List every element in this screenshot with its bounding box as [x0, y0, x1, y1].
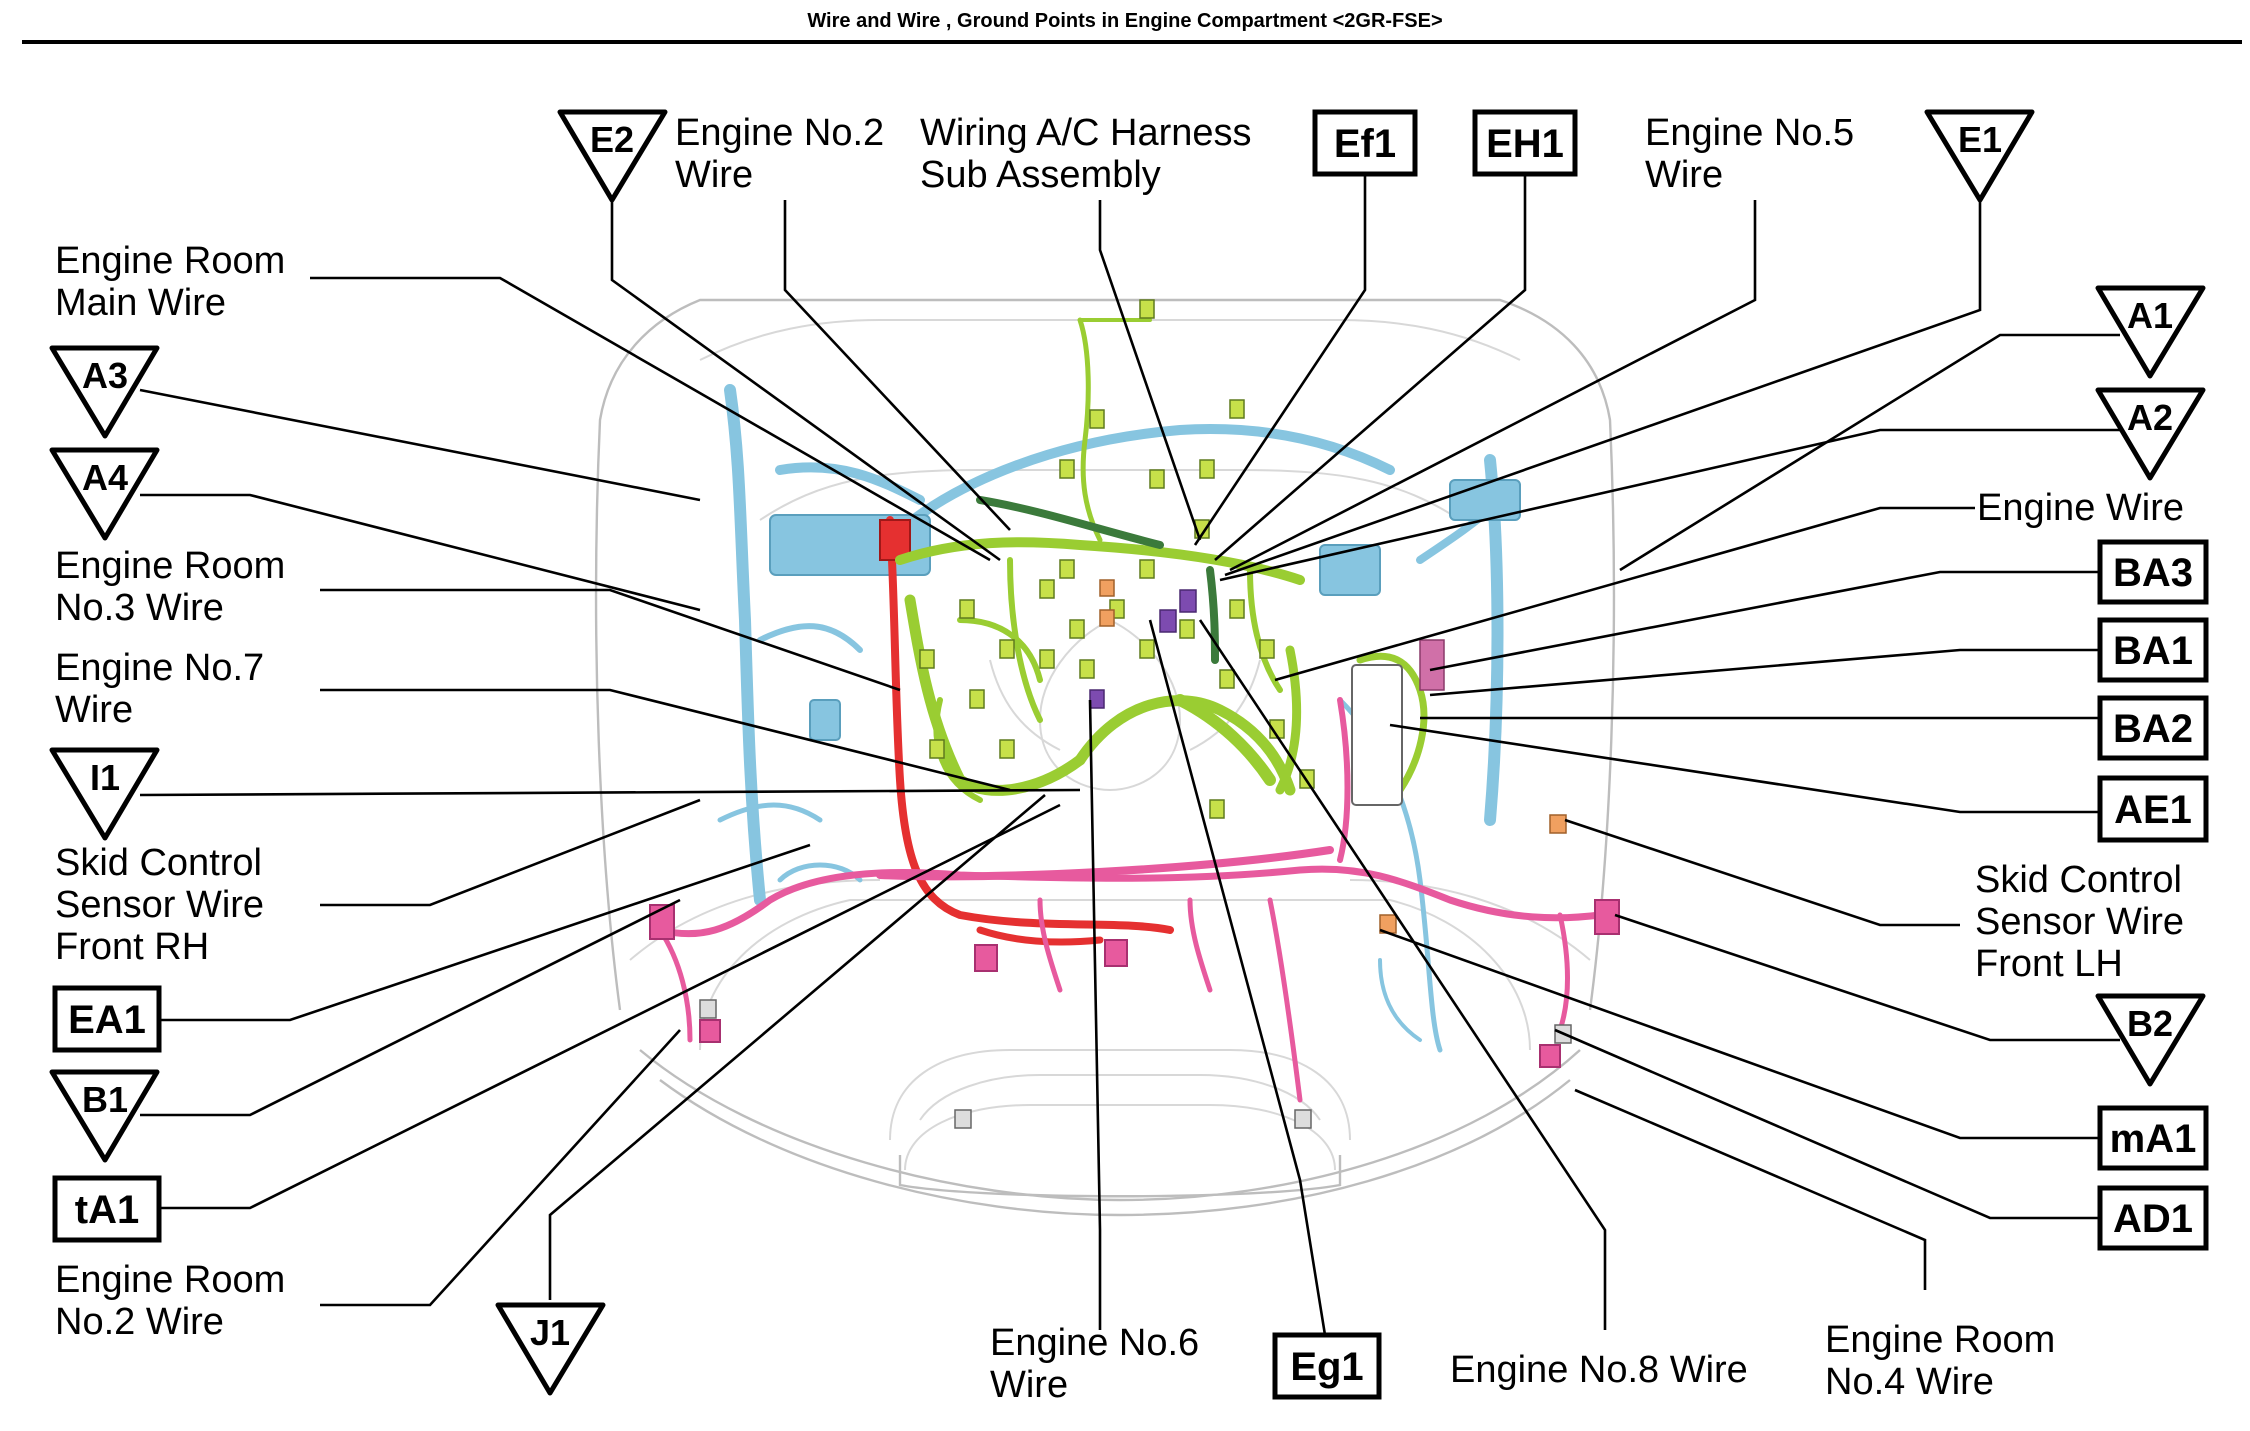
svg-text:Ef1: Ef1 — [1334, 122, 1396, 166]
leader-ac-harness — [1098, 200, 1202, 541]
svg-text:BA2: BA2 — [2113, 707, 2193, 751]
ground-point-i1: I1 — [49, 747, 160, 841]
ground-point-e2: E2 — [557, 109, 668, 203]
leader-engine-no5-wire — [1229, 200, 1757, 572]
connector-box-ba1: BA1 — [2097, 617, 2209, 683]
leader-a1 — [1619, 333, 2120, 572]
leader-ta1 — [160, 803, 1061, 1210]
ground-point-a4: A4 — [49, 447, 160, 541]
leader-eg1 — [1148, 619, 1327, 1336]
label-engine-no7-wire: Engine No.7 Wire — [55, 647, 275, 731]
ground-point-a3: A3 — [49, 345, 160, 439]
engine-room-harness-blue — [717, 384, 1521, 1053]
svg-text:B2: B2 — [2127, 1003, 2173, 1044]
leader-ba3 — [1429, 570, 2100, 672]
label-engine-room-no2-wire: Engine Room No.2 Wire — [55, 1259, 296, 1343]
svg-text:mA1: mA1 — [2110, 1117, 2197, 1161]
leader-ae1 — [1389, 723, 2100, 814]
svg-text:A3: A3 — [82, 355, 128, 396]
svg-text:A2: A2 — [2127, 397, 2173, 438]
leader-i1 — [139, 788, 1081, 797]
leader-engine-no6-wire — [1088, 699, 1102, 1330]
leader-ef1 — [1193, 175, 1367, 546]
leader-ad1 — [1554, 1028, 2100, 1220]
leader-e1 — [1224, 200, 1982, 577]
svg-text:tA1: tA1 — [75, 1188, 139, 1232]
leader-a4 — [140, 493, 701, 612]
svg-text:A4: A4 — [82, 457, 128, 498]
ground-point-e1: E1 — [1924, 109, 2035, 203]
connector-box-eg1: Eg1 — [1272, 1332, 1382, 1400]
leader-engine-room-main-wire — [310, 276, 991, 562]
connector-blocks — [699, 299, 1572, 1129]
ground-point-b1: B1 — [49, 1069, 160, 1163]
engine-harness-dark-green — [976, 496, 1219, 664]
svg-text:J1: J1 — [530, 1312, 570, 1353]
connector-box-ea1: EA1 — [52, 985, 162, 1053]
label-engine-room-no3-wire: Engine Room No.3 Wire — [55, 545, 296, 629]
label-skid-control-sensor-wire-front-lh: Skid Control Sensor Wire Front LH — [1975, 859, 2195, 985]
leader-engine-room-no2-wire — [320, 1029, 681, 1307]
svg-text:E2: E2 — [590, 119, 634, 160]
connector-box-eh1: EH1 — [1472, 109, 1578, 177]
leader-engine-room-no4-wire — [1574, 1088, 1927, 1290]
leader-ea1 — [160, 843, 811, 1022]
connector-box-ef1: Ef1 — [1312, 109, 1418, 177]
connector-box-ae1: AE1 — [2097, 775, 2209, 843]
leader-eh1 — [1214, 175, 1527, 561]
svg-text:EH1: EH1 — [1486, 122, 1564, 166]
ground-point-a2: A2 — [2095, 387, 2206, 481]
label-engine-wire: Engine Wire — [1977, 487, 2184, 529]
label-skid-control-sensor-wire-front-rh: Skid Control Sensor Wire Front RH — [55, 842, 275, 968]
leader-engine-no7-wire — [320, 688, 1011, 792]
connector-box-ba3: BA3 — [2097, 539, 2209, 605]
title-rule — [22, 40, 2242, 44]
front-harness-pink — [649, 697, 1620, 1103]
label-engine-no5-wire: Engine No.5 Wire — [1645, 112, 1865, 196]
svg-text:E1: E1 — [1958, 119, 2002, 160]
leader-j1 — [548, 794, 1046, 1300]
label-engine-room-no4-wire: Engine Room No.4 Wire — [1825, 1319, 2066, 1403]
leader-engine-room-no3-wire — [320, 588, 901, 692]
leader-ma1 — [1379, 928, 2100, 1140]
ground-point-j1: J1 — [495, 1302, 606, 1396]
leader-engine-wire — [1274, 506, 1975, 682]
svg-text:I1: I1 — [90, 757, 120, 798]
label-wiring-ac-harness-sub-assembly: Wiring A/C Harness Sub Assembly — [920, 112, 1262, 196]
leader-skid-lh — [1564, 818, 1960, 927]
svg-text:AE1: AE1 — [2114, 788, 2192, 832]
leader-a3 — [139, 388, 701, 502]
label-engine-no6-wire: Engine No.6 Wire — [990, 1322, 1210, 1406]
connector-box-ma1: mA1 — [2097, 1105, 2209, 1171]
label-engine-no8-wire: Engine No.8 Wire — [1450, 1349, 1748, 1391]
svg-text:A1: A1 — [2127, 295, 2173, 336]
ground-point-b2: B2 — [2095, 993, 2206, 1087]
svg-text:EA1: EA1 — [68, 998, 146, 1042]
svg-text:BA1: BA1 — [2113, 629, 2193, 673]
leader-engine-no8-wire — [1198, 619, 1607, 1330]
svg-text:BA3: BA3 — [2113, 551, 2193, 595]
connector-box-ta1: tA1 — [52, 1175, 162, 1243]
leader-b1 — [140, 898, 681, 1117]
leader-lines — [139, 175, 2120, 1336]
leader-a2 — [1219, 428, 2120, 582]
leader-e2 — [610, 200, 1001, 562]
svg-text:AD1: AD1 — [2113, 1197, 2193, 1241]
label-engine-room-main-wire: Engine Room Main Wire — [55, 240, 296, 324]
leader-skid-rh — [320, 798, 701, 907]
connector-box-ba2: BA2 — [2097, 695, 2209, 761]
leader-ba1 — [1429, 648, 2100, 697]
label-engine-no2-wire: Engine No.2 Wire — [675, 112, 895, 196]
ground-point-a1: A1 — [2095, 285, 2206, 379]
page-title: Wire and Wire , Ground Points in Engine … — [807, 10, 1443, 32]
connector-box-ad1: AD1 — [2097, 1185, 2209, 1251]
leader-engine-no2-wire — [783, 200, 1011, 531]
svg-text:B1: B1 — [82, 1079, 128, 1120]
battery-cable-red — [879, 516, 1174, 946]
leader-b2 — [1614, 913, 2120, 1042]
svg-text:Eg1: Eg1 — [1290, 1345, 1363, 1389]
